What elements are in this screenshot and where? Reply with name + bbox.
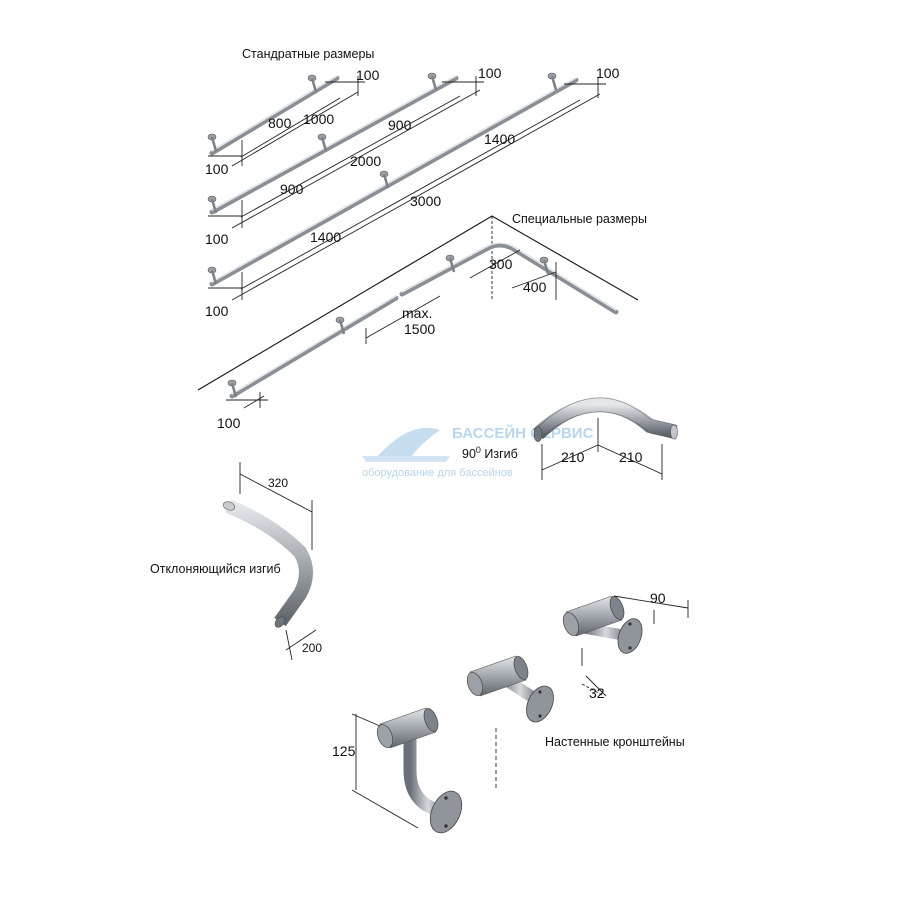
dim-r2-span-a: 900 [388,117,412,133]
rail-end-cap [207,195,218,214]
standard-rail-3000-dims [208,78,606,301]
rail-mid-bracket [379,170,390,189]
dim-bend-90-b: 210 [619,449,643,465]
offset-bend-dims [239,462,317,661]
standard-rail-2000-dims [208,76,484,229]
dim-r2-total: 2000 [350,153,381,169]
dim-r3-end-right: 100 [596,65,620,81]
rail-end-cap [207,266,218,285]
special-sizes-label: Специальные размеры [512,212,647,226]
dim-offset-leg: 200 [302,641,322,655]
dim-r1-end-left: 100 [205,161,229,177]
wall-bracket-curved [376,707,463,834]
rail-end-cap [227,379,238,398]
special-corner-rail [227,242,619,399]
dim-bracket-depth: 90 [650,590,666,606]
dim-r2-span-b: 900 [280,181,304,197]
rail-mid-bracket [539,256,550,275]
dim-r2-end-right: 100 [478,65,502,81]
dim-special-max-value: 1500 [404,321,435,337]
rail-end-cap [207,133,218,152]
dim-bracket-height: 125 [332,743,356,759]
rail-end-cap [427,72,438,91]
watermark-logo: БАССЕЙН СЕРВИС оборудование для бассейно… [362,424,594,479]
dim-bend-90-a: 210 [561,449,585,465]
dim-special-end: 100 [217,415,241,431]
dim-r3-span-a: 1400 [484,131,515,147]
dim-r2-end-left: 100 [205,231,229,247]
wall-brackets-label: Настенные кронштейны [545,735,685,749]
watermark-subtitle: оборудование для бассейнов [362,467,513,479]
rail-end-cap [547,72,558,91]
special-rail-wall [197,215,639,391]
offset-bend-label: Отклоняющийся изгиб [150,562,281,576]
dim-r3-span-b: 1400 [310,229,341,245]
bend-90-label: 900 Изгиб [462,445,518,461]
wall-bracket-angled [466,655,554,723]
special-rail-dims [226,249,557,409]
standard-sizes-label: Стандратные размеры [242,47,374,61]
dim-r1-end-right: 100 [356,67,380,83]
wall-bracket-straight [562,595,643,654]
rail-mid-bracket [317,133,328,152]
watermark-title: БАССЕЙН СЕРВИС [452,424,594,442]
dim-special-max-label: max. [402,305,432,321]
dim-r1-total: 1000 [303,111,334,127]
rail-end-cap [307,74,318,93]
dim-special-side: 400 [523,279,547,295]
standard-rail-1000 [207,74,340,156]
rail-mid-bracket [445,254,456,273]
offset-bend-part [222,499,313,628]
wave-icon [378,427,440,456]
bend-90-dims [541,418,663,480]
standard-rail-2000 [207,72,459,215]
bend-90-part [533,397,678,442]
dim-special-corner: 300 [489,256,513,272]
rail-mid-bracket [335,316,346,335]
wall-bracket-dims [351,595,689,829]
dim-r3-end-left: 100 [205,303,229,319]
dim-r3-total: 3000 [410,193,441,209]
dim-r1-span: 800 [268,115,292,131]
standard-rail-3000 [207,72,579,287]
dim-bracket-diameter: 32 [589,685,605,701]
dim-offset-width: 320 [268,476,288,490]
standard-rail-1000-dims [208,76,365,167]
